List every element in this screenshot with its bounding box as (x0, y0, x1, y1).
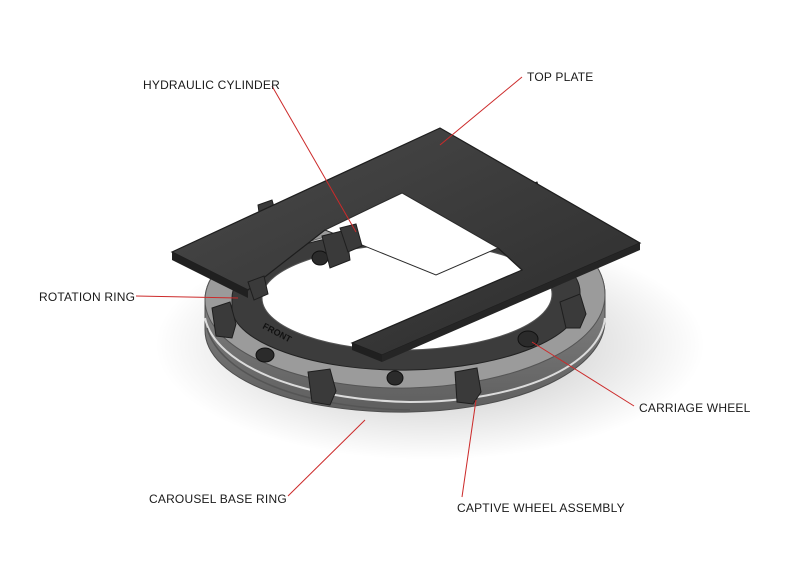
top-plate (170, 127, 642, 362)
leader-rotation-ring (135, 295, 239, 299)
leader-hydraulic-cylinder (271, 85, 357, 233)
label-carriage-wheel: CARRIAGE WHEEL (639, 401, 751, 415)
leader-top-plate (439, 76, 523, 146)
label-captive-wheel-assembly: CAPTIVE WHEEL ASSEMBLY (457, 501, 625, 515)
leader-carriage-wheel (531, 341, 635, 407)
label-hydraulic-cylinder: HYDRAULIC CYLINDER (143, 78, 280, 92)
leader-carousel-base-ring (287, 419, 366, 497)
leader-lines (135, 76, 635, 498)
label-rotation-ring: ROTATION RING (39, 290, 136, 304)
label-top-plate: TOP PLATE (527, 70, 594, 84)
leader-captive-wheel-assembly (461, 399, 477, 498)
hydraulic-cylinder (247, 223, 363, 301)
label-carousel-base-ring: CAROUSEL BASE RING (149, 492, 287, 506)
